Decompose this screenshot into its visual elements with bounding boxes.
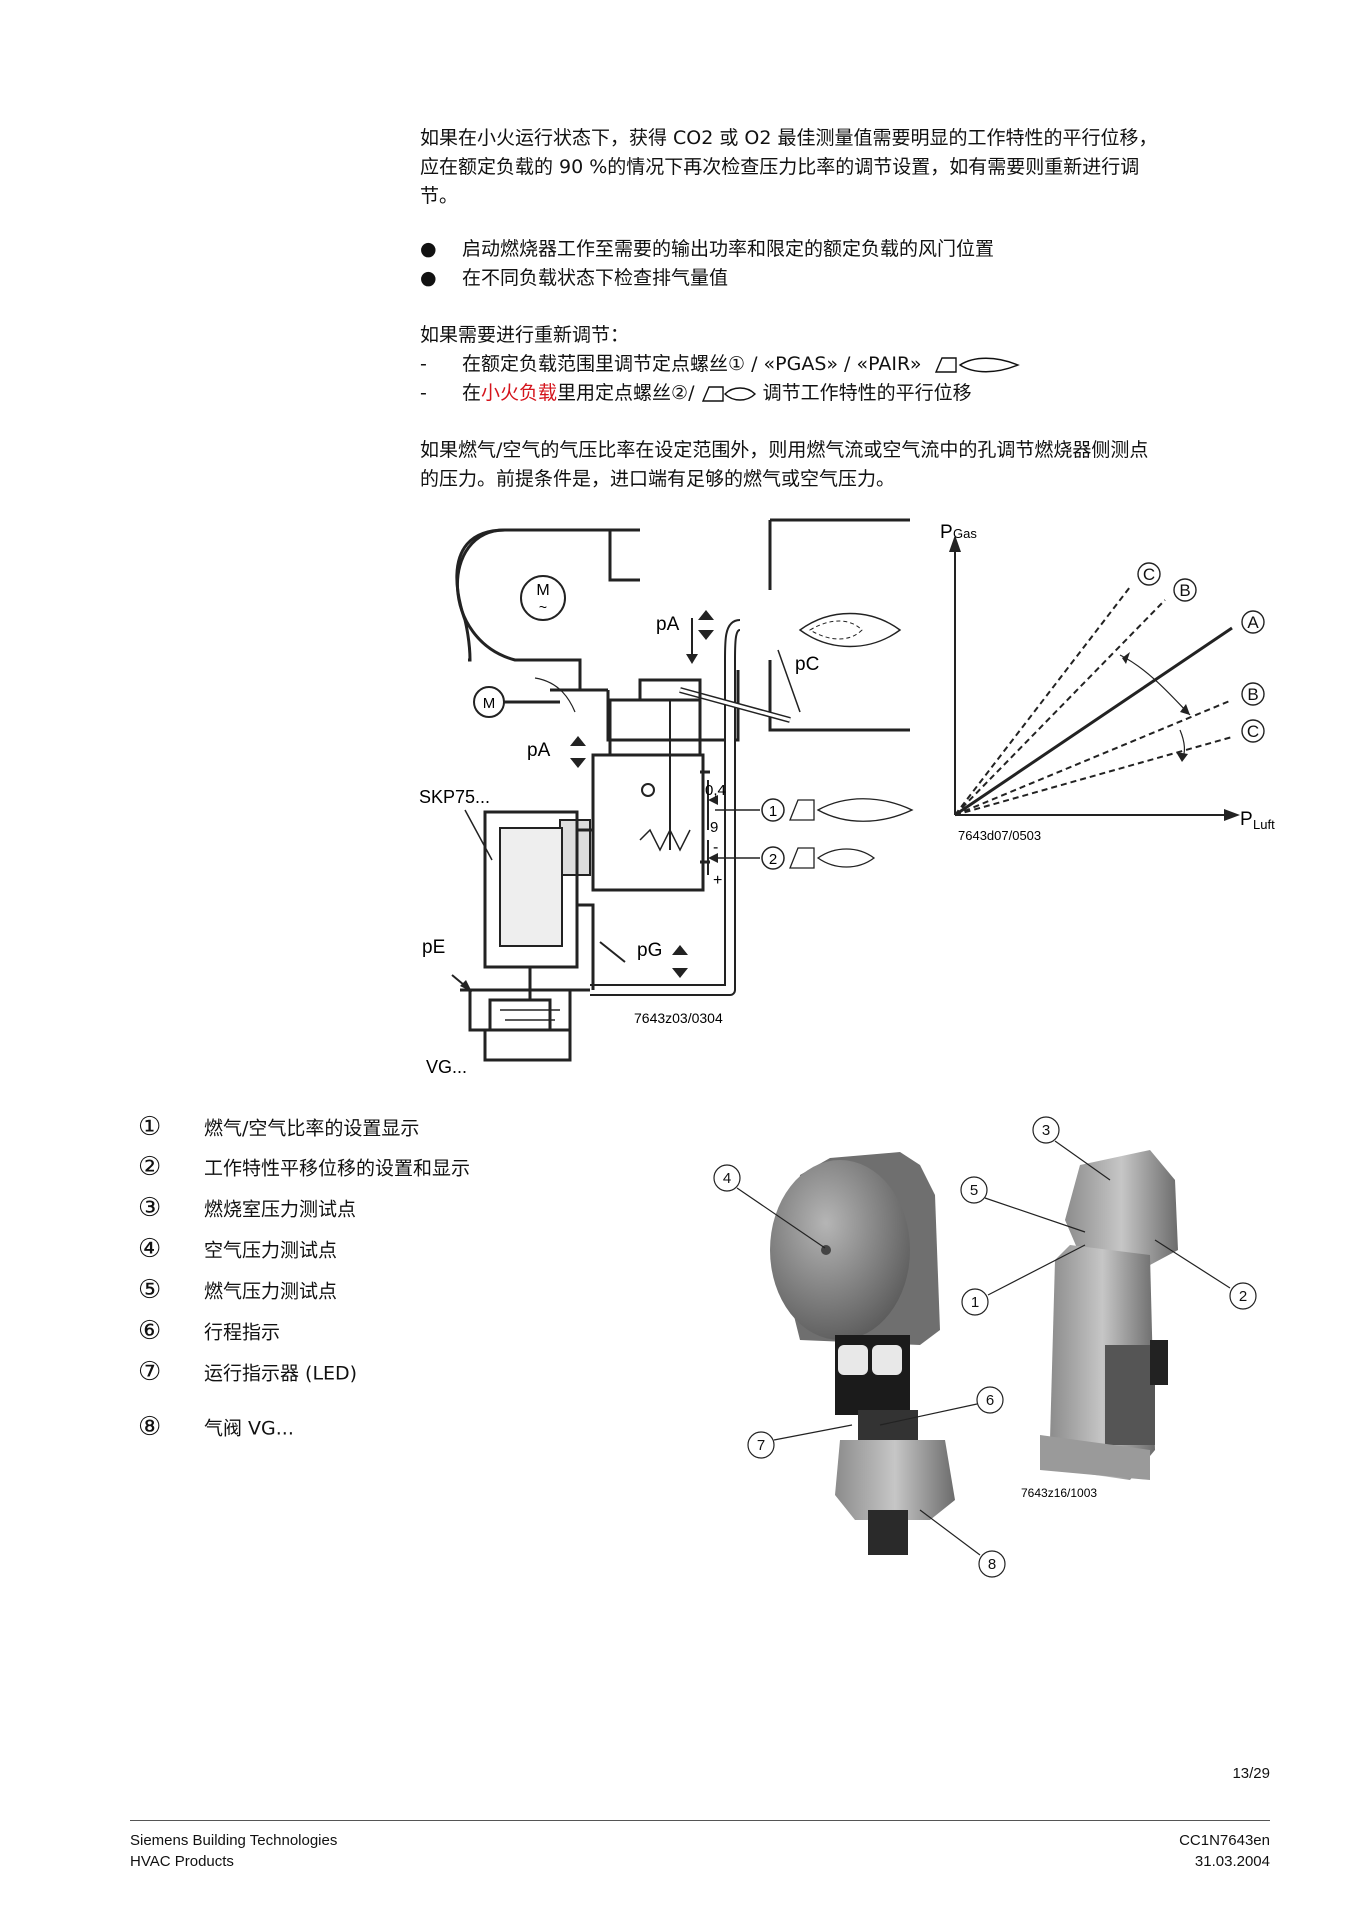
burner-schematic: M ~ M (419, 518, 914, 1077)
bullet-item: ●在不同负载状态下检查排气量值 (420, 264, 728, 293)
svg-text:pA: pA (527, 740, 551, 761)
svg-text:pE: pE (422, 937, 445, 958)
callout-4 (713, 1164, 741, 1192)
svg-text:Gas: Gas (953, 526, 977, 541)
svg-text:SKP75...: SKP75... (419, 787, 490, 807)
svg-text:4: 4 (723, 1170, 731, 1187)
bullet-dot-icon: ● (420, 238, 437, 260)
footer-division: HVAC Products (130, 1853, 234, 1870)
svg-text:P: P (1240, 809, 1253, 830)
bullet-dot-icon: ● (420, 267, 437, 289)
svg-text:pG: pG (637, 940, 662, 961)
svg-text:3: 3 (1042, 1122, 1050, 1139)
callout-3 (1032, 1116, 1060, 1144)
page-number: 13/29 (1232, 1765, 1270, 1782)
marker-1 (761, 798, 785, 822)
svg-text:C: C (1247, 722, 1259, 741)
callout-1 (961, 1288, 989, 1316)
footer-company: Siemens Building Technologies (130, 1832, 338, 1849)
svg-text:0,4: 0,4 (705, 782, 726, 799)
svg-text:M: M (483, 695, 496, 712)
readjust-item-2: -在小火负载里用定点螺丝②/ 调节工作特性的平行位移 (420, 382, 972, 404)
svg-text:P: P (940, 522, 953, 543)
svg-text:7643d07/0503: 7643d07/0503 (958, 828, 1041, 843)
svg-text:pC: pC (795, 654, 819, 675)
intro-paragraph: 如果在小火运行状态下，获得 CO2 或 O2 最佳测量值需要明显的工作特性的平行… (420, 124, 1280, 211)
line-C-lower (954, 736, 1233, 816)
flame-small-icon (701, 385, 756, 402)
svg-text:B: B (1247, 685, 1258, 704)
svg-text:7643z03/0304: 7643z03/0304 (634, 1010, 723, 1026)
callout-8 (978, 1550, 1006, 1578)
svg-text:B: B (1179, 581, 1190, 600)
gas-valve-body (835, 1440, 955, 1520)
svg-text:9: 9 (710, 819, 718, 836)
burner-flame-icon (798, 612, 902, 648)
callout-7 (747, 1431, 775, 1459)
line-C-upper (954, 586, 1131, 816)
intro-line: 如果在小火运行状态下，获得 CO2 或 O2 最佳测量值需要明显的工作特性的平行… (420, 127, 1158, 149)
line-B-upper (954, 599, 1166, 816)
fan-motor-icon (520, 575, 566, 621)
svg-text:1: 1 (769, 803, 777, 820)
svg-text:C: C (1143, 565, 1155, 584)
pressure-note: 如果燃气/空气的气压比率在设定范围外，则用燃气流或空气流中的孔调节燃烧器侧测点 … (420, 439, 1149, 490)
marker-2 (761, 846, 785, 870)
svg-text:A: A (1247, 613, 1259, 632)
svg-text:1: 1 (971, 1294, 979, 1311)
flame-icon (934, 356, 1020, 373)
svg-text:VG...: VG... (426, 1057, 467, 1077)
svg-text:5: 5 (970, 1182, 978, 1199)
callout-6 (976, 1386, 1004, 1414)
line-A (954, 626, 1233, 817)
bullet-item: ●启动燃烧器工作至需要的输出功率和限定的额定负载的风门位置 (420, 235, 994, 264)
svg-text:+: + (713, 872, 722, 889)
svg-text:-: - (713, 839, 718, 856)
actuator-cover (770, 1160, 910, 1340)
intro-line: 节。 (420, 185, 459, 207)
product-photo: 1 2 3 4 5 6 7 8 7643z16/1003 (713, 1116, 1257, 1578)
svg-text:M: M (536, 582, 549, 599)
svg-text:2: 2 (1239, 1288, 1247, 1305)
svg-text:7643z16/1003: 7643z16/1003 (1021, 1486, 1097, 1500)
callout-2 (1229, 1282, 1257, 1310)
line-B-lower (954, 699, 1233, 816)
readjust-item-1: -在额定负载范围里调节定点螺丝① / «PGAS» / «PAIR» (420, 350, 1020, 379)
footer-doc-id: CC1N7643en (1179, 1832, 1270, 1849)
intro-line: 应在额定负载的 90 %的情况下再次检查压力比率的调节设置，如有需要则重新进行调 (420, 156, 1140, 178)
footer-divider (130, 1820, 1270, 1821)
readjust-heading: 如果需要进行重新调节： (420, 324, 630, 346)
svg-text:~: ~ (539, 599, 547, 615)
svg-text:2: 2 (769, 851, 777, 868)
svg-text:7: 7 (757, 1437, 765, 1454)
footer-date: 31.03.2004 (1194, 1853, 1270, 1870)
svg-text:pA: pA (656, 614, 680, 635)
pressure-ratio-graph: P Gas P Luft 7643d07/0503 C B A B C (940, 522, 1275, 843)
svg-text:8: 8 (988, 1556, 996, 1573)
svg-text:6: 6 (986, 1392, 994, 1409)
callout-5 (960, 1176, 988, 1204)
svg-text:Luft: Luft (1253, 817, 1275, 832)
